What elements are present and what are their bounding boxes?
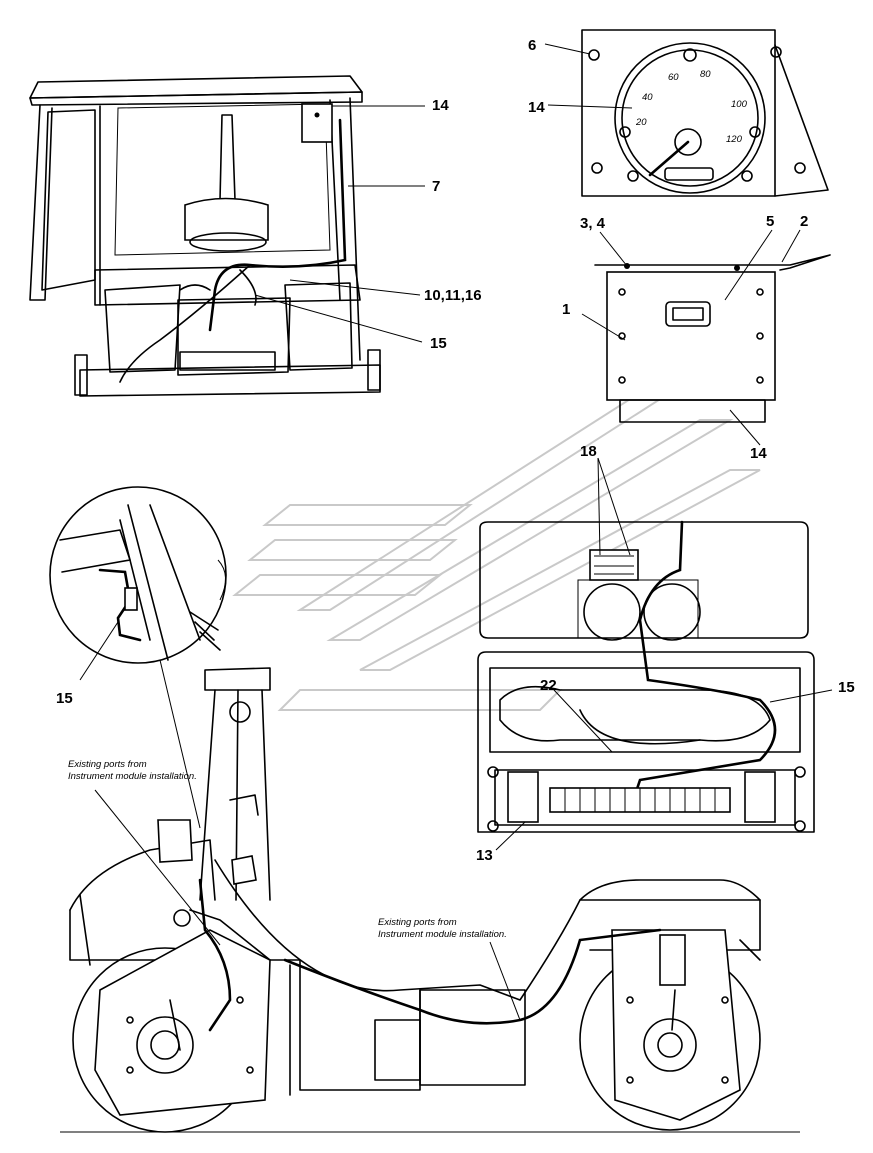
roller-machine	[60, 667, 800, 1133]
watermark-logo	[232, 379, 761, 711]
callout-10-11-16: 10,11,16	[424, 287, 482, 304]
gauge-tick-label: 60	[668, 72, 679, 83]
callout-5: 5	[766, 213, 774, 230]
existing-ports-note-1-line1: Existing ports from	[68, 759, 147, 770]
callout-15-detail: 15	[56, 690, 73, 707]
callout-22: 22	[540, 677, 557, 694]
callout-14-gauge: 14	[528, 99, 545, 116]
gauge-dial-labels: 20 40 60 80 100 120	[635, 69, 748, 145]
callout-1: 1	[562, 301, 570, 318]
callout-7: 7	[432, 178, 440, 195]
mounting-box	[581, 229, 831, 446]
gauge-tick-label: 100	[731, 99, 748, 110]
terminal-box	[477, 651, 815, 833]
existing-ports-note-2-line2: Instrument module installation.	[378, 929, 507, 940]
callout-18: 18	[580, 443, 597, 460]
detail-circle	[49, 486, 227, 664]
existing-ports-note-2-line1: Existing ports from	[378, 917, 457, 928]
callout-15-box: 15	[838, 679, 855, 696]
instrument-module	[479, 520, 809, 812]
callout-2: 2	[800, 213, 808, 230]
gauge-tick-label: 40	[642, 92, 653, 103]
gauge-tick-label: 80	[700, 69, 711, 80]
callout-6: 6	[528, 37, 536, 54]
callout-13: 13	[476, 847, 493, 864]
callout-3-4: 3, 4	[580, 215, 606, 232]
existing-ports-note-1-line2: Instrument module installation.	[68, 771, 197, 782]
callout-15-cab: 15	[430, 335, 447, 352]
gauge-panel	[581, 29, 829, 197]
gauge-tick-label: 20	[635, 117, 647, 128]
gauge-tick-label: 120	[726, 134, 743, 145]
terminal-strip	[549, 787, 731, 813]
cab-view	[29, 75, 425, 397]
callout-14-box: 14	[750, 445, 767, 462]
callout-14-cab: 14	[432, 97, 449, 114]
